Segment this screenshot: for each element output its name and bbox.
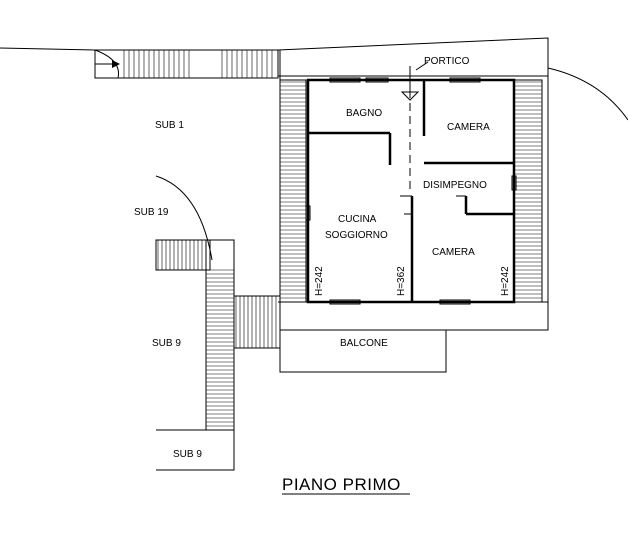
stair-right	[513, 79, 543, 303]
arc-top-right	[547, 67, 628, 121]
label-cucina: CUCINA	[338, 214, 377, 225]
stair-top-left	[0, 47, 279, 79]
label-sub9-bottom: SUB 9	[173, 449, 202, 460]
label-sub1: SUB 1	[155, 120, 184, 131]
stair-sub-area	[155, 175, 281, 471]
label-camera-top: CAMERA	[447, 122, 490, 133]
height-left: H=242	[314, 266, 325, 296]
height-middle: H=362	[396, 266, 407, 296]
label-soggiorno: SOGGIORNO	[325, 230, 388, 241]
page-title: PIANO PRIMO	[282, 475, 401, 494]
height-right: H=242	[500, 266, 511, 296]
label-camera-bottom: CAMERA	[432, 247, 475, 258]
label-sub9-mid: SUB 9	[152, 338, 181, 349]
stair-left	[279, 79, 307, 303]
label-balcone: BALCONE	[340, 338, 388, 349]
label-sub19: SUB 19	[134, 207, 169, 218]
label-bagno: BAGNO	[346, 108, 382, 119]
label-disimpegno: DISIMPEGNO	[423, 180, 487, 191]
apartment-walls	[305, 61, 517, 305]
label-portico: PORTICO	[424, 56, 470, 67]
